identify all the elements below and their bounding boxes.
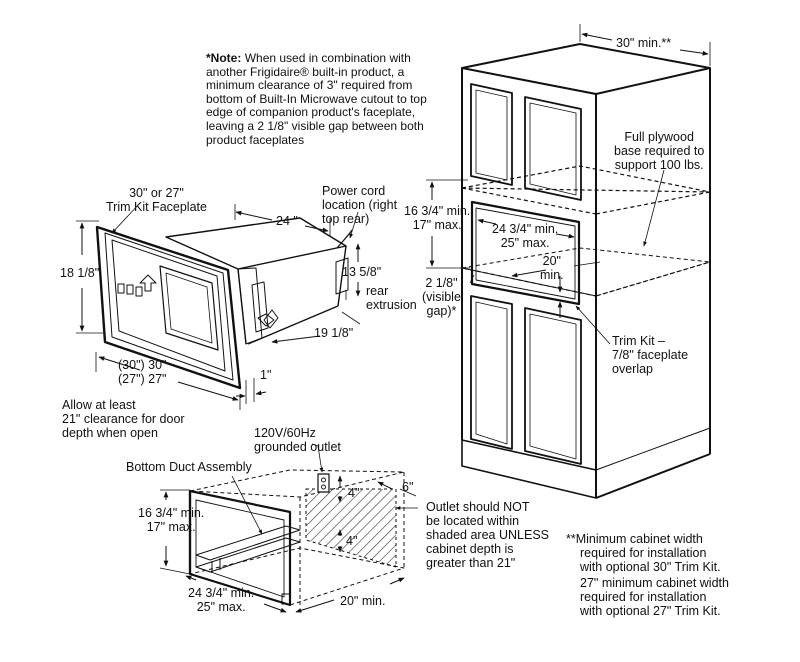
cabinet-drawing [461, 43, 711, 499]
cutout-dimensions [159, 443, 418, 613]
label-line: rear [366, 284, 389, 298]
footnote-30-trim-kit: **Minimum cabinet width required for ins… [566, 532, 721, 574]
label-line: 7/8" faceplate [612, 348, 689, 362]
label-line: 2 1/8" [425, 276, 458, 290]
cabinet-inner-width-label: 24 3/4" min. 25" max. [492, 222, 558, 250]
label-line: required for installation [580, 546, 707, 560]
note-line: When used in combination with [244, 51, 411, 65]
back-depth-label: 19 1/8" [314, 326, 354, 340]
label-line: Outlet should NOT [426, 500, 530, 514]
faceplate-depth-label: 1" [260, 368, 272, 382]
note-line: minimum clearance of 3" required from [206, 78, 413, 93]
note-label: *Note: [206, 51, 242, 65]
microwave-height-label: 18 1/8" [60, 266, 100, 280]
trim-kit-faceplate-label: 30" or 27" Trim Kit Faceplate [106, 186, 207, 214]
note-line: bottom of Built-In Microwave cutout to t… [206, 91, 427, 106]
installation-note: *Note: When used in combination with ano… [206, 51, 427, 147]
label-line: cabinet depth is [426, 542, 514, 556]
label-line: shaded area UNLESS [426, 528, 549, 542]
door-clearance-label: Allow at least 21" clearance for door de… [62, 398, 185, 440]
label-line: (27") 27" [118, 372, 167, 386]
bottom-duct-label: Bottom Duct Assembly [126, 460, 252, 474]
trim-kit-overlap-label: Trim Kit – 7/8" faceplate overlap [612, 334, 688, 376]
label-line: 25" max. [196, 600, 246, 614]
outlet-top-dim-label: 4" [348, 486, 360, 500]
label-line: 20" [542, 254, 561, 268]
microwave-drawing [95, 217, 353, 390]
label-line: 24 3/4" min. [492, 222, 559, 236]
microwave-width-label: (30") 30" (27") 27" [118, 358, 166, 386]
cabinet-width-label: 30" min.** [616, 36, 672, 50]
label-line: extrusion [366, 298, 417, 312]
label-line: 17" max. [146, 520, 196, 534]
microwave-dimensions [76, 202, 361, 410]
label-line: 120V/60Hz [254, 426, 316, 440]
label-line: location (right [322, 198, 398, 212]
label-line: depth when open [62, 426, 158, 440]
label-line: 25" max. [500, 236, 550, 250]
footnote-27-trim-kit: 27" minimum cabinet width required for i… [580, 576, 729, 618]
power-cord-label: Power cord location (right top rear) [322, 184, 397, 226]
label-line: 16 3/4" min. [138, 506, 205, 520]
label-line: base required to [614, 144, 705, 158]
label-line: with optional 30" Trim Kit. [580, 560, 721, 574]
microwave-depth-label: 24 " [276, 214, 298, 228]
label-line: **Minimum cabinet width [566, 532, 703, 546]
label-line: required for installation [580, 590, 707, 604]
label-line: Trim Kit Faceplate [106, 200, 207, 214]
plywood-base-label: Full plywood base required to support 10… [614, 130, 704, 172]
note-line: product faceplates [206, 132, 305, 147]
label-line: 30" or 27" [129, 186, 184, 200]
cabinet-height-label: 16 3/4" min. 17" max. [404, 204, 470, 232]
label-line: overlap [612, 362, 653, 376]
cutout-height-label: 16 3/4" min. 17" max. [138, 506, 204, 534]
label-line: 16 3/4" min. [404, 204, 471, 218]
cutout-width-label: 24 3/4" min. 25" max. [188, 586, 254, 614]
visible-gap-label: 2 1/8" (visible gap)* [422, 276, 461, 318]
note-line: leaving a 2 1/8" visible gap between bot… [206, 118, 424, 133]
outlet-bottom-dim-label: 4" [346, 534, 358, 548]
cutout-drawing [188, 469, 405, 607]
outlet-label: 120V/60Hz grounded outlet [254, 426, 341, 454]
label-line: 17" max. [412, 218, 462, 232]
label-line: 24 3/4" min. [188, 586, 255, 600]
label-line: grounded outlet [254, 440, 341, 454]
label-line: Trim Kit – [612, 334, 666, 348]
label-line: greater than 21" [426, 556, 516, 570]
label-line: be located within [426, 514, 520, 528]
label-line: (visible [422, 290, 461, 304]
label-line: gap)* [426, 304, 457, 318]
label-line: support 100 lbs. [614, 158, 704, 172]
label-line: with optional 27" Trim Kit. [580, 604, 721, 618]
note-line: edge of companion product's faceplate, [206, 105, 416, 120]
cabinet-inner-depth-label: 20" min. [540, 254, 564, 282]
back-height-label: 13 5/8" [342, 265, 382, 279]
label-line: Power cord [322, 184, 386, 198]
cutout-depth-label: 20" min. [340, 594, 386, 608]
note-line: another Frigidaire® built-in product, a [206, 64, 405, 79]
rear-extrusion-label: rear extrusion [366, 284, 417, 312]
label-line: 21" clearance for door [62, 412, 185, 426]
label-line: Full plywood [624, 130, 694, 144]
outlet-warning-label: Outlet should NOT be located within shad… [426, 500, 549, 570]
label-line: 27" minimum cabinet width [580, 576, 729, 590]
label-line: (30") 30" [118, 358, 167, 372]
label-line: top rear) [322, 212, 370, 226]
label-line: min. [540, 268, 564, 282]
cabinet-dimensions [426, 24, 711, 345]
label-line: Allow at least [62, 398, 136, 412]
outlet-side-dim-label: 6" [402, 480, 414, 494]
